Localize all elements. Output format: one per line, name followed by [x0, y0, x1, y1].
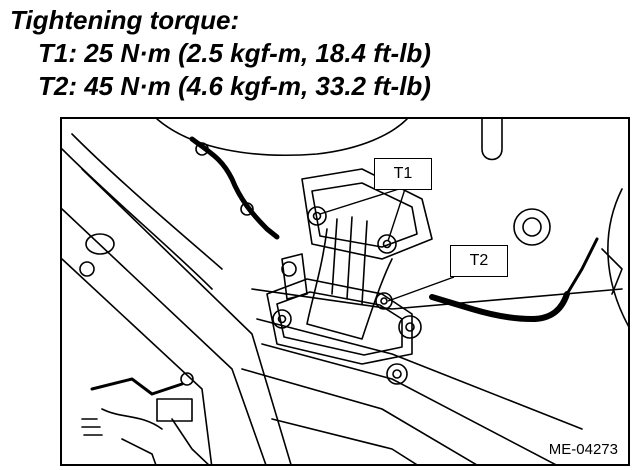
left-bolt-boss [85, 233, 115, 255]
mount-upper-plate-inner [311, 182, 418, 248]
engine-lobe [481, 119, 503, 161]
crossmember-edge [271, 418, 418, 464]
harness-b [101, 408, 163, 430]
crossmember-a [256, 318, 583, 430]
base-bolt-left-inner [277, 314, 287, 324]
crossmember-b [261, 343, 557, 464]
callout-t2: T2 [450, 245, 508, 277]
t1-bolt-right-inner [382, 239, 392, 249]
torque-t2-spec: T2: 45 N·m (4.6 kgf-m, 33.2 ft-lb) [38, 71, 431, 101]
hatch-lines [81, 418, 103, 436]
t1-leader-right [387, 188, 406, 242]
t2-leader [387, 276, 455, 302]
torque-t1-spec: T1: 25 N·m (2.5 kgf-m, 18.4 ft-lb) [38, 38, 431, 68]
engine-mount-illustration: T1 T2 ME-04273 [60, 117, 630, 466]
mount-line-drawing [62, 119, 628, 464]
harness-a [90, 377, 184, 396]
mount-rib-1 [331, 218, 338, 295]
callout-t1: T1 [374, 158, 432, 190]
dowel-ring [513, 208, 551, 246]
side-bolt [281, 261, 297, 277]
hose-right-end [565, 237, 599, 296]
callout-leaders [319, 188, 455, 302]
harness-d [121, 438, 157, 464]
mount-rubber-body [306, 228, 393, 340]
base-bolt-left [272, 309, 292, 329]
hose-clip [195, 142, 209, 156]
t2-bolt [375, 292, 393, 310]
frame-rail-left-b [81, 168, 292, 464]
t1-bolt-left [307, 206, 327, 226]
frame-rail-left-a [62, 208, 267, 464]
hose-clip-2 [240, 202, 254, 216]
connector-box [156, 398, 193, 422]
base-bolt-right [398, 315, 422, 339]
left-bolt [79, 261, 95, 277]
bracket-right [601, 248, 623, 295]
t1-bolt-right [377, 234, 397, 254]
t2-bolt-inner [380, 297, 388, 305]
torque-heading: Tightening torque: [10, 5, 240, 35]
mount-lower-base-inner [276, 291, 403, 356]
crossmember-c [241, 368, 477, 464]
dowel-ring-inner [522, 217, 542, 237]
t1-bolt-left-inner [312, 211, 322, 221]
mount-side-flange [281, 253, 308, 300]
torque-spec: Tightening torque: T1: 25 N·m (2.5 kgf-m… [10, 4, 630, 103]
base-bolt-right-inner [405, 322, 415, 332]
front-bolt [386, 363, 408, 385]
grommet [180, 372, 194, 386]
t1-leader-left [319, 188, 400, 215]
hose-right [429, 291, 570, 322]
front-bolt-inner [392, 369, 402, 379]
figure-code: ME-04273 [546, 441, 620, 458]
mount-upper-plate [301, 168, 433, 260]
pipe-top-b [71, 133, 223, 270]
harness-c [171, 418, 209, 464]
frame-rail-left-c [62, 258, 213, 464]
pipe-top [62, 148, 213, 290]
mount-rib-2 [346, 216, 353, 300]
mount-lower-base [266, 278, 413, 365]
